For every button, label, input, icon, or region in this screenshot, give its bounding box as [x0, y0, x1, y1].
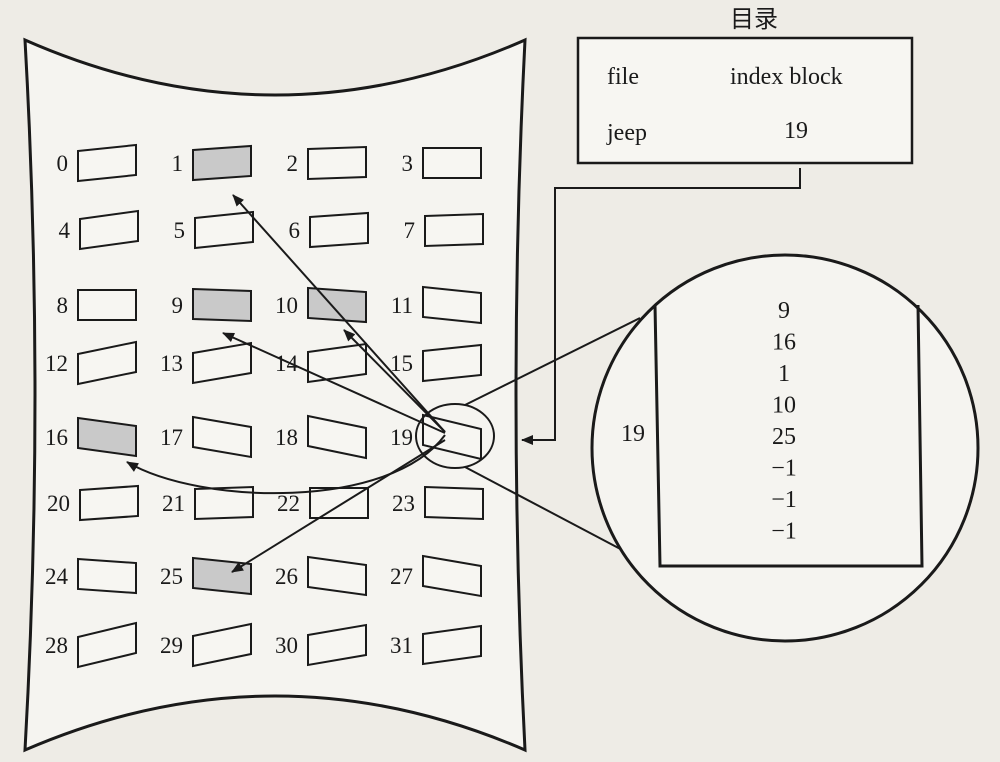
index-block-container — [653, 304, 924, 568]
disk-block-30 — [307, 623, 367, 667]
disk-block-4 — [79, 209, 139, 251]
disk-block-8 — [77, 289, 137, 321]
disk-block-label: 6 — [289, 218, 301, 243]
directory-index-value: 19 — [784, 118, 808, 144]
disk-block-18 — [307, 414, 367, 460]
disk-block-label: 18 — [275, 425, 298, 450]
disk-block-7 — [424, 212, 484, 248]
index-entry: 10 — [772, 393, 796, 419]
disk-block-22 — [309, 487, 369, 519]
disk-block-label: 9 — [172, 293, 184, 318]
disk-block-label: 16 — [45, 425, 68, 450]
disk-block-label: 22 — [277, 491, 300, 516]
directory-index-header: index block — [730, 64, 843, 90]
disk-block-label: 19 — [390, 425, 413, 450]
disk-block-label: 14 — [275, 351, 299, 376]
pointer-arrows — [126, 194, 446, 573]
zoom-line-upper — [464, 317, 641, 406]
disk-block-label: 25 — [160, 564, 183, 589]
disk-block-label: 7 — [404, 218, 416, 243]
disk-block-26 — [307, 555, 367, 597]
index-entry: 16 — [772, 330, 796, 356]
disk-block-2 — [307, 145, 367, 181]
disk-block-5 — [194, 210, 254, 250]
arrow-to-block-10 — [343, 329, 446, 433]
disk-block-label: 27 — [390, 564, 413, 589]
disk-block-15 — [422, 343, 482, 383]
index-entry: 25 — [772, 424, 796, 450]
disk-block-1 — [192, 144, 252, 182]
disk-block-21 — [194, 485, 254, 521]
disk-block-label: 5 — [174, 218, 186, 243]
index-block-zoom: 19 9 16 1 10 25 −1 −1 −1 — [590, 253, 980, 643]
directory-title: 目录 — [730, 7, 778, 33]
disk-block-label: 0 — [57, 151, 69, 176]
disk-block-24 — [77, 557, 137, 595]
disk-block-23 — [424, 485, 484, 521]
directory-file-name: jeep — [606, 120, 647, 146]
directory-file-header: file — [607, 64, 639, 90]
disk-block-label: 26 — [275, 564, 298, 589]
disk-block-0 — [77, 143, 137, 183]
disk-block-label: 2 — [287, 151, 299, 176]
disk-block-label: 17 — [160, 425, 183, 450]
directory-box — [576, 36, 914, 165]
index-entry: −1 — [771, 487, 797, 513]
disk-block-label: 15 — [390, 351, 413, 376]
arrow-to-block-16 — [126, 434, 446, 495]
directory-pointer-arrow — [521, 168, 801, 445]
disk-block-28 — [77, 621, 137, 669]
index-block-circle — [590, 253, 980, 643]
arrow-to-block-25 — [231, 439, 446, 573]
index-entry: −1 — [771, 456, 797, 482]
block-19-highlight-ellipse — [415, 403, 495, 469]
index-entry: 9 — [778, 298, 790, 324]
disk-block-10 — [307, 286, 367, 324]
disk-block-27 — [422, 554, 482, 598]
disk-block-label: 10 — [275, 293, 298, 318]
disk-block-25 — [192, 556, 252, 596]
disk-block-label: 29 — [160, 633, 183, 658]
disk-block-12 — [77, 340, 137, 386]
disk-block-16 — [77, 416, 137, 458]
disk-block-13 — [192, 341, 252, 385]
disk-outline — [23, 37, 527, 753]
disk-block-17 — [192, 415, 252, 459]
index-block-label: 19 — [621, 421, 645, 447]
disk-block-label: 28 — [45, 633, 68, 658]
disk-block-label: 13 — [160, 351, 183, 376]
disk-block-label: 31 — [390, 633, 413, 658]
index-entry: −1 — [771, 519, 797, 545]
disk-block-label: 4 — [59, 218, 71, 243]
disk-block-label: 24 — [45, 564, 69, 589]
arrow-to-block-1 — [232, 194, 446, 433]
disk-block-3 — [422, 147, 482, 179]
disk-block-label: 23 — [392, 491, 415, 516]
disk-block-20 — [79, 484, 139, 522]
arrow-to-block-9 — [222, 332, 446, 434]
index-block-entries: 9 16 1 10 25 −1 −1 −1 — [771, 298, 797, 545]
disk-block-label: 8 — [57, 293, 69, 318]
directory-table: 目录 file index block jeep 19 — [576, 7, 914, 165]
disk-block-label: 3 — [402, 151, 414, 176]
disk-block-11 — [422, 285, 482, 325]
disk-block-6 — [309, 211, 369, 249]
disk-block-label: 11 — [391, 293, 413, 318]
disk-block-label: 21 — [162, 491, 185, 516]
index-entry: 1 — [778, 361, 790, 387]
disk-block-31 — [422, 624, 482, 666]
disk-block-label: 30 — [275, 633, 298, 658]
disk-block-label: 1 — [172, 151, 184, 176]
disk-block-label: 12 — [45, 351, 68, 376]
disk-block-label: 20 — [47, 491, 70, 516]
disk-block-29 — [192, 622, 252, 668]
disk-block-9 — [192, 287, 252, 323]
